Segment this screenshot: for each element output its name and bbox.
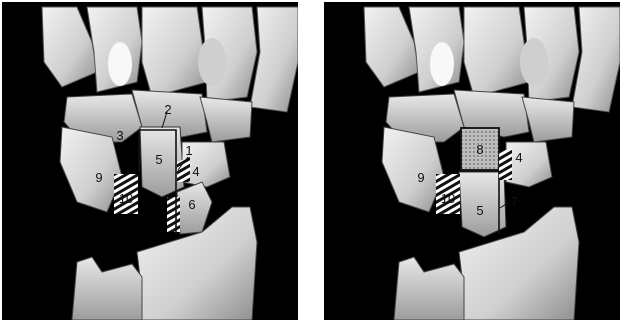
label-10: 10 bbox=[441, 191, 455, 206]
label-1: 1 bbox=[185, 143, 192, 158]
label-9: 9 bbox=[95, 170, 102, 185]
illustration-left: 1 2 3 4 5 6 9 10 bbox=[2, 2, 298, 320]
wrist-bones-left: 1 2 3 4 5 6 9 10 bbox=[2, 2, 298, 320]
forearm-bones bbox=[72, 207, 257, 320]
wrist-bones-right: 4 5 7 8 9 10 bbox=[324, 2, 620, 320]
label-2: 2 bbox=[164, 102, 171, 117]
label-7: 7 bbox=[510, 194, 517, 209]
label-5: 5 bbox=[476, 203, 483, 218]
hatched-region-4 bbox=[499, 148, 512, 180]
illustration-right: 4 5 7 8 9 10 bbox=[324, 2, 620, 320]
label-5: 5 bbox=[155, 152, 162, 167]
label-6: 6 bbox=[188, 197, 195, 212]
label-9: 9 bbox=[417, 170, 424, 185]
label-8: 8 bbox=[476, 142, 483, 157]
label-4: 4 bbox=[192, 164, 199, 179]
label-3: 3 bbox=[116, 128, 123, 143]
hatched-region-6 bbox=[167, 197, 180, 232]
label-10: 10 bbox=[119, 191, 133, 206]
label-4: 4 bbox=[515, 150, 522, 165]
